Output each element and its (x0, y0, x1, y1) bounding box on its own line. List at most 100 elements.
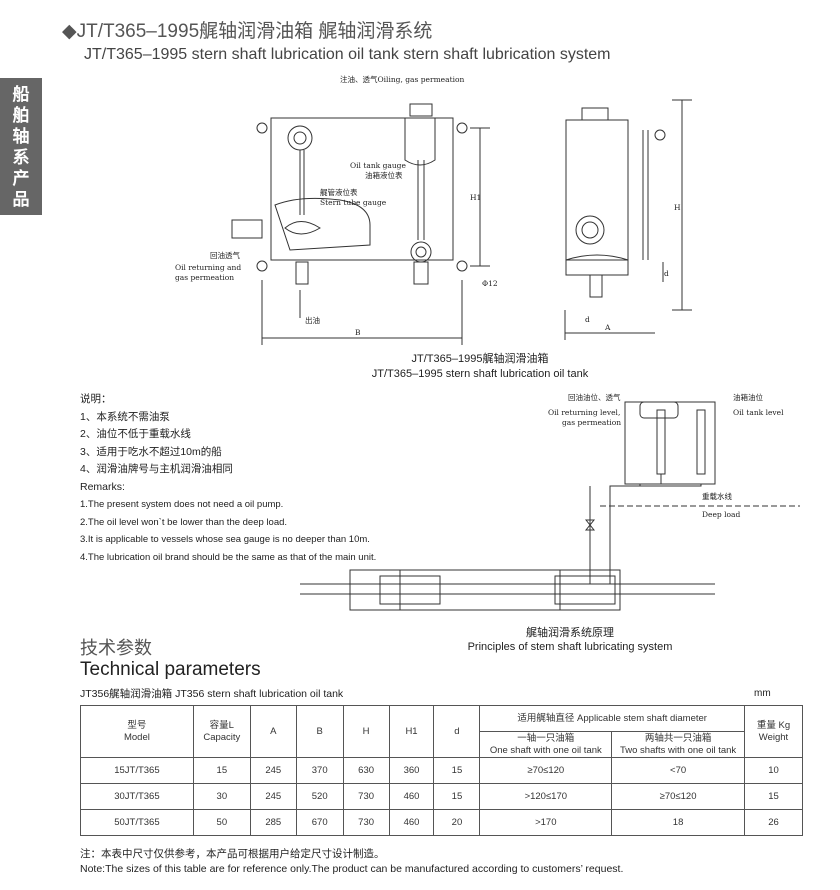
note-en: 1.The present system does not need a oil… (80, 499, 284, 510)
note-cn: 3、适用于吃水不超过10m的船 (80, 445, 222, 458)
note-cn: 4、润滑油牌号与主机润滑油相同 (80, 463, 233, 475)
header-a: A (249, 705, 297, 758)
table-cell: 30 (192, 783, 251, 810)
label-h1: H1 (470, 193, 481, 202)
note-en: 4.The lubrication oil brand should be th… (80, 551, 377, 563)
notes-heading-cn: 说明： (80, 393, 112, 405)
note-en: 3.It is applicable to vessels whose sea … (80, 534, 370, 545)
table-cell: 630 (342, 757, 390, 784)
label-tank-gauge-cn: 油箱液位表 (365, 170, 403, 180)
table-cell: 18 (611, 809, 745, 836)
drawing1-caption-en: JT/T365–1995 stern shaft lubrication oil… (371, 368, 589, 380)
table-cell: 370 (295, 757, 344, 784)
label-stern-gauge-cn: 艉管液位表 (320, 187, 358, 197)
table-cell: 10 (743, 757, 804, 784)
table-cell: >170 (479, 809, 613, 836)
header-b: B (295, 705, 344, 758)
label-tank-gauge-en: Oil tank gauge (350, 161, 406, 170)
system-oil-tank (624, 401, 716, 485)
label-return-en2: gas permeation (175, 273, 234, 282)
note-cn: 1、本系统不需油泵 (80, 410, 170, 423)
table-cell: 26 (743, 809, 804, 836)
label-oiling: 注油、透气Oiling, gas permeation (340, 74, 465, 84)
tank-front-view (270, 117, 454, 261)
notes: 说明： 1、本系统不需油泵 2、油位不低于重载水线 3、适用于吃水不超过10m的… (80, 391, 376, 566)
table-cell: 50 (192, 809, 251, 836)
tank-side-view (565, 119, 629, 261)
table-cell: 15 (433, 783, 481, 810)
header-d: d (433, 705, 481, 758)
table-cell: 670 (295, 809, 344, 836)
label-deep-load-cn: 重载水线 (702, 491, 732, 501)
table-cell: 520 (295, 783, 344, 810)
header-h: H (342, 705, 390, 758)
table-cell: 15 (433, 757, 481, 784)
label-b: B (355, 328, 361, 337)
header-one-shaft: 一轴一只油箱 One shaft with one oil tank (479, 731, 613, 758)
table-cell: 460 (388, 783, 435, 810)
header-weight: 重量 Kg Weight (743, 705, 804, 758)
drawing1-caption-cn: JT/T365–1995艉轴润滑油箱 (411, 353, 549, 365)
table-subtitle: JT356艉轴润滑油箱 JT356 stern shaft lubricatio… (80, 688, 344, 700)
table-cell: 15 (743, 783, 804, 810)
note-en: 2.The oil level won`t be lower than the … (80, 516, 288, 528)
label-return-cn: 回油透气 (210, 250, 240, 260)
table-cell: ≥70≤120 (611, 783, 745, 810)
label-tank-level-cn: 油箱油位 (733, 392, 763, 402)
table-cell: 245 (249, 757, 297, 784)
tech-params-table: 型号 Model 容量L Capacity A B H H1 d 适用艉轴直径 … (80, 705, 804, 836)
table-cell: 50JT/T365 (80, 809, 194, 836)
sidebar-char: 舶 (12, 105, 30, 125)
label-d: d (664, 269, 669, 278)
label-h: H (674, 203, 681, 212)
notes-heading-en: Remarks: (80, 480, 125, 493)
drawing2-caption-cn: 艉轴润滑系统原理 (526, 627, 614, 639)
sidebar-char: 轴 (12, 126, 30, 146)
table-cell: 730 (342, 809, 390, 836)
label-deep-load-en: Deep load (702, 510, 740, 519)
footnote-en: Note:The sizes of this table are for ref… (80, 863, 624, 875)
page-title: ◆JT/T365–1995艉轴润滑油箱 艉轴润滑系统 (62, 21, 433, 42)
label-phi: Φ12 (482, 279, 498, 288)
table-cell: 285 (249, 809, 297, 836)
header-capacity: 容量L Capacity (192, 705, 251, 758)
table-cell: 15 (192, 757, 251, 784)
unit-label: mm (754, 688, 771, 699)
stern-shaft (349, 569, 621, 611)
table-cell: 730 (342, 783, 390, 810)
label-stern-gauge-en: Stern tube gauge (320, 198, 387, 207)
label-d-side: d (585, 315, 590, 324)
header-shaft-diameter: 适用艉轴直径 Applicable stem shaft diameter (479, 705, 745, 732)
table-cell: 30JT/T365 (80, 783, 194, 810)
footnote-cn: 注：本表中尺寸仅供参考，本产品可根据用户给定尺寸设计制造。 (80, 848, 385, 860)
table-cell: >120≤170 (479, 783, 613, 810)
label-return-level-cn: 回油油位、透气 (568, 392, 621, 402)
header-model: 型号 Model (80, 705, 194, 758)
sidebar-char: 船 (12, 84, 30, 104)
sidebar-char: 产 (12, 168, 30, 188)
table-cell: 245 (249, 783, 297, 810)
sidebar-category-tab: 船舶轴系产品 (0, 78, 42, 215)
table-cell: 460 (388, 809, 435, 836)
sidebar-char: 系 (12, 147, 30, 167)
label-a: A (604, 323, 611, 332)
table-cell: 15JT/T365 (80, 757, 194, 784)
sidebar-char: 品 (12, 189, 30, 209)
table-cell: 360 (388, 757, 435, 784)
table-cell: 20 (433, 809, 481, 836)
note-cn: 2、油位不低于重载水线 (80, 428, 191, 440)
label-tank-level-en: Oil tank level (733, 408, 784, 417)
header-two-shafts: 两轴共一只油箱 Two shafts with one oil tank (611, 731, 745, 758)
table-cell: <70 (611, 757, 745, 784)
page-subtitle: JT/T365–1995 stern shaft lubrication oil… (84, 46, 611, 63)
label-return-level-en: Oil returning level, (548, 408, 620, 417)
label-return-level-en2: gas permeation (562, 418, 621, 427)
section-heading-en: Technical parameters (80, 659, 261, 680)
drawing2-caption-en: Principles of stem shaft lubricating sys… (467, 641, 673, 653)
label-return-en: Oil returning and (175, 263, 241, 272)
